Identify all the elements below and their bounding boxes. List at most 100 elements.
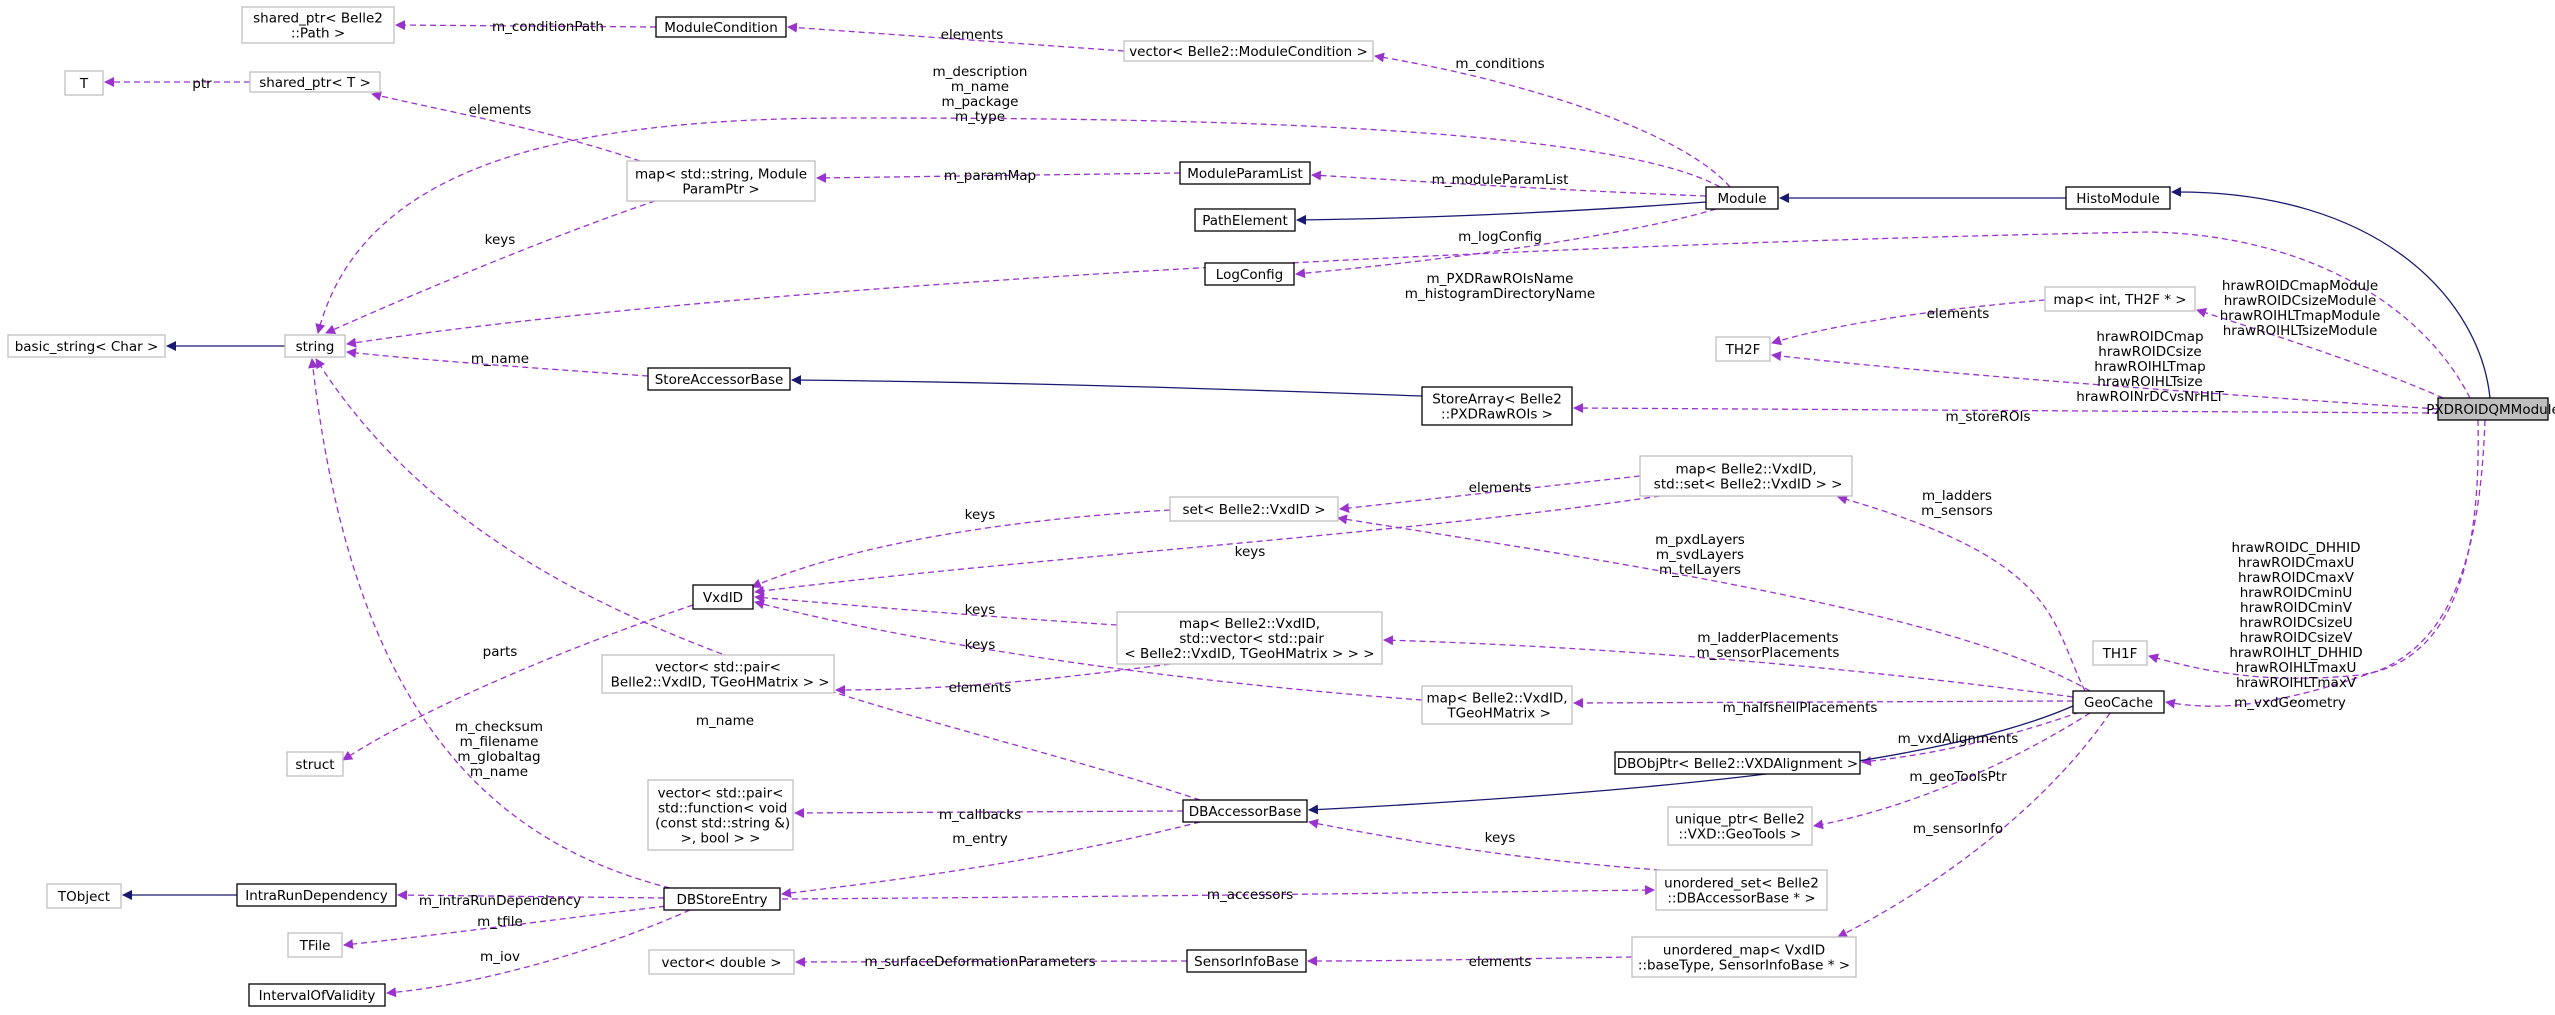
class-node-path-element[interactable]: PathElement <box>1194 208 1296 232</box>
class-node-label: struct <box>295 757 334 773</box>
class-node-vector-pair-vxdid: vector< std::pair< Belle2::VxdID, TGeoHM… <box>601 654 835 694</box>
edge-label-text: m_name <box>696 713 754 729</box>
usage-edge-vxdid-to-struct <box>342 604 694 761</box>
class-node-label: vector< double > <box>661 955 781 971</box>
inheritance-edge-module-to-path-element <box>1296 201 1707 225</box>
class-node-label: VxdID <box>703 590 743 606</box>
class-node-label: set< Belle2::VxdID > <box>1182 502 1325 518</box>
edge-label-name-db-accessor: m_name <box>696 713 754 729</box>
class-node-label: unordered_map< VxdID::baseType, SensorIn… <box>1638 943 1850 974</box>
edge-label-callbacks: m_callbacks <box>939 807 1021 823</box>
class-node-map-vxdid-tgeo: map< Belle2::VxdID, TGeoHMatrix > <box>1421 685 1573 725</box>
edge-label-text: m_moduleParamList <box>1432 172 1569 188</box>
class-node-db-accessor-base[interactable]: DBAccessorBase <box>1182 799 1308 823</box>
class-node-set-vxdid: set< Belle2::VxdID > <box>1169 496 1339 522</box>
usage-edge-db-store-entry-to-string <box>308 358 671 889</box>
edge-label-text: ptr <box>192 76 212 92</box>
usage-edge-geocache-to-unique-ptr-geotools <box>1813 712 2091 830</box>
class-node-module[interactable]: Module <box>1705 186 1779 210</box>
class-node-tobject: TObject <box>46 883 122 909</box>
edge-label-log-config: m_logConfig <box>1458 229 1542 245</box>
class-node-t: T <box>64 70 104 96</box>
class-node-db-store-entry[interactable]: DBStoreEntry <box>663 887 781 911</box>
edge-label-condition-path: m_conditionPath <box>492 19 604 35</box>
edge-label-halfshell: m_halfshellPlacements <box>1723 700 1878 716</box>
class-node-vxdid[interactable]: VxdID <box>692 584 754 610</box>
edge-label-text: m_conditions <box>1455 56 1544 72</box>
edge-label-geo-tools-ptr: m_geoToolsPtr <box>1909 769 2007 785</box>
class-node-th1f: TH1F <box>2092 640 2148 666</box>
usage-edge-pxdroidqm-to-geocache <box>2165 419 2486 709</box>
class-node-intra-run-dependency[interactable]: IntraRunDependency <box>236 883 397 907</box>
usage-edge-db-store-entry-to-intra-run-dependency <box>397 890 665 901</box>
class-node-label: DBObjPtr< Belle2::VXDAlignment > <box>1617 756 1858 772</box>
edge-label-text: m_vxdAlignments <box>1898 731 2019 747</box>
class-node-map-vxdid-vector-pair: map< Belle2::VxdID, std::vector< std::pa… <box>1116 611 1383 665</box>
class-node-store-accessor-base[interactable]: StoreAccessorBase <box>647 367 791 391</box>
class-node-module-condition[interactable]: ModuleCondition <box>655 16 787 38</box>
usage-edge-module-condition-to-shared-ptr-path <box>395 20 657 31</box>
class-node-label: Module <box>1717 191 1766 207</box>
class-node-label: TH2F <box>1725 342 1761 358</box>
class-node-unique-ptr-geotools: unique_ptr< Belle2::VXD::GeoTools > <box>1667 806 1813 846</box>
edge-label-sensor-info: m_sensorInfo <box>1913 821 2003 837</box>
class-node-label: basic_string< Char > <box>15 339 159 355</box>
class-node-label: HistoModule <box>2076 191 2160 207</box>
class-node-struct: struct <box>286 751 344 777</box>
edge-label-elements-sensor-info: elements <box>1469 954 1532 970</box>
edge-label-vxd-alignments: m_vxdAlignments <box>1898 731 2019 747</box>
class-node-label: ModuleCondition <box>664 20 778 36</box>
class-node-histo-module[interactable]: HistoModule <box>2065 186 2171 210</box>
class-node-string: string <box>284 334 346 358</box>
class-node-pxdroidqm[interactable]: PXDROIDQMModule <box>2426 397 2555 421</box>
usage-edge-pxdroidqm-to-th2f <box>1771 351 2439 410</box>
class-node-sensor-info-base[interactable]: SensorInfoBase <box>1186 949 1307 973</box>
class-node-store-array[interactable]: StoreArray< Belle2::PXDRawROIs > <box>1421 386 1573 426</box>
usage-edge-module-to-vector-module-condition <box>1374 52 1731 188</box>
class-node-module-param-list[interactable]: ModuleParamList <box>1179 161 1311 185</box>
edge-label-text: m_logConfig <box>1458 229 1542 245</box>
usage-edge-pxdroidqm-to-th1f <box>2148 419 2479 679</box>
usage-edge-map-vxdid-tgeo-to-vxdid <box>754 599 1423 701</box>
usage-edge-vector-module-condition-to-module-condition <box>787 22 1125 52</box>
class-node-label: vector< std::pair< std::function< void (… <box>651 786 790 847</box>
usage-edge-module-to-log-config <box>1295 208 1717 279</box>
usage-edge-map-vxdid-set-to-vxdid <box>754 495 1661 596</box>
edge-label-keys-set: keys <box>965 507 996 523</box>
class-node-interval-of-validity[interactable]: IntervalOfValidity <box>248 983 386 1007</box>
usage-edge-db-accessor-base-to-vector-function-pair <box>794 807 1184 818</box>
edge-label-tfile: m_tfile <box>477 914 523 930</box>
edge-label-text: m_surfaceDeformationParameters <box>864 954 1095 970</box>
class-node-label: shared_ptr< Belle2::Path > <box>253 11 383 42</box>
class-node-dbobjptr[interactable]: DBObjPtr< Belle2::VXDAlignment > <box>1614 751 1861 775</box>
class-node-label: shared_ptr< T > <box>259 75 371 91</box>
usage-edge-unordered-map-vxdid-to-sensor-info-base <box>1307 955 1633 966</box>
class-node-geocache[interactable]: GeoCache <box>2072 690 2165 714</box>
usage-edge-map-vxdid-vector-pair-to-vector-pair-vxdid <box>835 663 1171 695</box>
usage-edge-db-accessor-base-to-db-store-entry <box>781 821 1201 898</box>
class-node-vector-function-pair: vector< std::pair< std::function< void (… <box>647 779 794 851</box>
class-node-label: TFile <box>299 938 331 954</box>
usage-edge-db-accessor-base-to-string <box>315 358 1201 801</box>
class-node-vector-double: vector< double > <box>648 949 795 975</box>
edge-label-text: keys <box>965 507 996 523</box>
edge-label-intra-run-dependency: m_intraRunDependency <box>419 893 581 909</box>
usage-edge-map-int-th2f-to-th2f <box>1771 299 2046 346</box>
edge-label-iov: m_iov <box>480 949 520 965</box>
edge-label-elements-conditions: elements <box>941 27 1004 43</box>
edge-label-text: parts <box>483 644 518 660</box>
usage-edge-module-to-module-param-list <box>1311 170 1707 197</box>
usage-edge-db-store-entry-to-interval-of-validity <box>386 909 691 998</box>
class-node-label: IntraRunDependency <box>245 888 388 904</box>
class-node-basic-string: basic_string< Char > <box>7 334 166 358</box>
class-node-label: PXDROIDQMModule <box>2426 402 2555 418</box>
class-node-log-config[interactable]: LogConfig <box>1204 262 1295 286</box>
